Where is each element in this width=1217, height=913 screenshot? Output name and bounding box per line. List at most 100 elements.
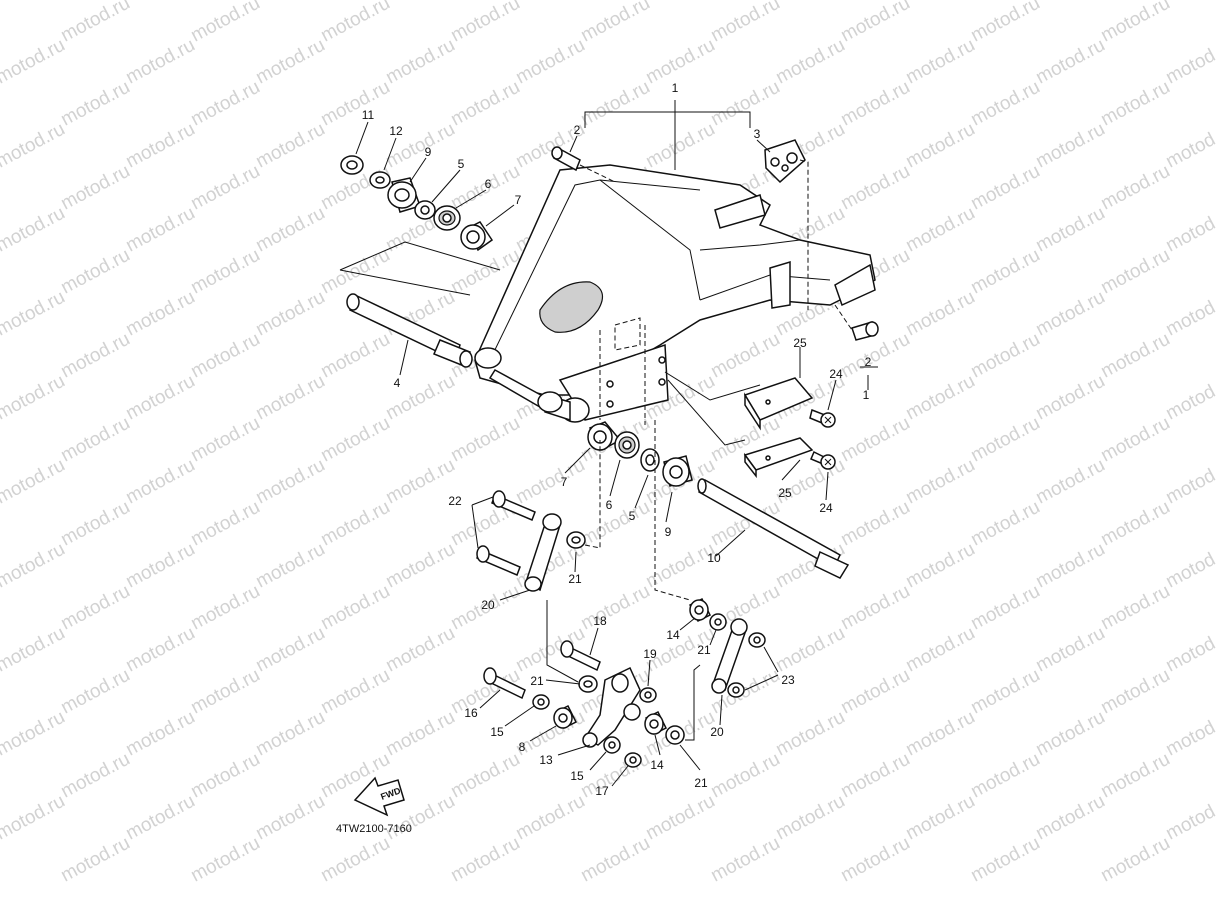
nut-11[interactable]	[340, 155, 364, 175]
watermark-text: motod.ru	[577, 497, 653, 551]
bolt-22-lower[interactable]	[476, 545, 521, 576]
watermark-text: motod.ru	[837, 665, 913, 719]
callout-17: 17	[595, 784, 609, 798]
watermark-text: motod.ru	[0, 707, 69, 761]
bearing-7-mid[interactable]	[587, 421, 622, 452]
watermark-text: motod.ru	[1032, 791, 1108, 845]
watermark-text: motod.ru	[837, 497, 913, 551]
bolt-2-right[interactable]	[834, 304, 879, 341]
watermark-text: motod.ru	[122, 371, 198, 425]
watermark-text: motod.ru	[187, 329, 263, 383]
watermark-text: motod.ru	[1097, 0, 1173, 46]
nut-17[interactable]	[624, 752, 642, 768]
collar-21-a[interactable]	[566, 531, 586, 549]
link-arm-20-right[interactable]	[711, 618, 748, 694]
watermark-text: motod.ru	[187, 413, 263, 467]
nut-19[interactable]	[639, 687, 657, 703]
watermark-text: motod.ru	[447, 77, 523, 131]
collar-21-d[interactable]	[665, 725, 685, 745]
watermark-text: motod.ru	[512, 455, 588, 509]
watermark-text: motod.ru	[512, 791, 588, 845]
watermark-text: motod.ru	[57, 161, 133, 215]
nut-23-upper[interactable]	[748, 632, 766, 648]
oil-seal-6-mid[interactable]	[614, 431, 640, 459]
watermark-text: motod.ru	[1162, 0, 1217, 4]
watermark-text: motod.ru	[1097, 413, 1173, 467]
watermark-text: motod.ru	[967, 245, 1043, 299]
callout-15-top: 15	[490, 725, 504, 739]
watermark-text: motod.ru	[707, 0, 783, 46]
bolt-18[interactable]	[560, 640, 601, 672]
bracket-25-upper[interactable]	[743, 377, 814, 431]
watermark-text: motod.ru	[1162, 371, 1217, 425]
watermark-text: motod.ru	[57, 665, 133, 719]
watermark-text: motod.ru	[967, 665, 1043, 719]
watermark-text: motod.ru	[1097, 77, 1173, 131]
bolt-2-left[interactable]	[551, 146, 616, 183]
callout-25-bottom: 25	[778, 486, 792, 500]
watermark-text: motod.ru	[252, 119, 328, 173]
watermark-text: motod.ru	[187, 665, 263, 719]
watermark-text: motod.ru	[902, 119, 978, 173]
collar-21-c[interactable]	[709, 613, 727, 631]
washer-5-top[interactable]	[414, 200, 436, 220]
watermark-text: motod.ru	[707, 77, 783, 131]
watermark-text: motod.ru	[1162, 539, 1217, 593]
bolt-24-upper[interactable]	[809, 408, 836, 428]
bolt-22-upper[interactable]	[491, 490, 536, 521]
watermark-text: motod.ru	[772, 35, 848, 89]
watermark-text: motod.ru	[122, 623, 198, 677]
watermark-text: motod.ru	[382, 623, 458, 677]
watermark-text: motod.ru	[317, 0, 393, 46]
watermark-text: motod.ru	[0, 203, 69, 257]
watermark-text: motod.ru	[252, 455, 328, 509]
bracket-25-lower[interactable]	[743, 437, 814, 479]
bearing-7-top[interactable]	[460, 221, 494, 252]
plate-3[interactable]	[764, 139, 809, 310]
watermark-text: motod.ru	[122, 287, 198, 341]
watermark-text: motod.ru	[1162, 455, 1217, 509]
shaft-10[interactable]	[697, 478, 850, 579]
nut-23-lower[interactable]	[727, 682, 745, 698]
watermark-text: motod.ru	[1162, 119, 1217, 173]
watermark-text: motod.ru	[902, 791, 978, 845]
bushing-14-bottom[interactable]	[644, 710, 668, 736]
bushing-8[interactable]	[553, 704, 578, 730]
watermark-text: motod.ru	[252, 287, 328, 341]
watermark-text: motod.ru	[252, 539, 328, 593]
washer-5-mid[interactable]	[640, 448, 660, 472]
watermark-text: motod.ru	[0, 0, 69, 4]
watermark-text: motod.ru	[122, 791, 198, 845]
bolt-16[interactable]	[483, 667, 526, 700]
collar-9-top[interactable]	[387, 177, 421, 213]
watermark-text: motod.ru	[187, 161, 263, 215]
bolt-24-lower[interactable]	[810, 450, 836, 470]
callout-21-b: 21	[697, 643, 711, 657]
watermark-text: motod.ru	[1162, 791, 1217, 845]
callout-2-right: 2	[865, 355, 872, 369]
collar-15-bottom[interactable]	[603, 736, 621, 754]
collar-9-mid[interactable]	[662, 455, 693, 487]
callout-24-top: 24	[829, 367, 843, 381]
watermark-text: motod.ru	[707, 329, 783, 383]
oil-seal-6-top[interactable]	[433, 205, 461, 231]
collar-15-top[interactable]	[532, 694, 550, 710]
collar-21-b[interactable]	[578, 675, 598, 693]
callout-23: 23	[781, 673, 795, 687]
link-arm-20-left[interactable]	[524, 513, 562, 592]
watermark-text: motod.ru	[707, 749, 783, 803]
watermark-text: motod.ru	[1097, 329, 1173, 383]
relay-arm-13[interactable]	[582, 666, 641, 748]
washer-12[interactable]	[369, 171, 391, 189]
watermark-text: motod.ru	[577, 581, 653, 635]
callout-10: 10	[707, 551, 721, 565]
watermark-text: motod.ru	[187, 497, 263, 551]
swingarm-frame[interactable]	[474, 164, 876, 425]
bushing-14-top[interactable]	[688, 597, 712, 623]
callout-6-top: 6	[485, 177, 492, 191]
watermark-text: motod.ru	[317, 833, 393, 887]
watermark-text: motod.ru	[57, 497, 133, 551]
pivot-shaft-4[interactable]	[346, 293, 473, 376]
watermark-text: motod.ru	[187, 77, 263, 131]
watermark-text: motod.ru	[967, 329, 1043, 383]
